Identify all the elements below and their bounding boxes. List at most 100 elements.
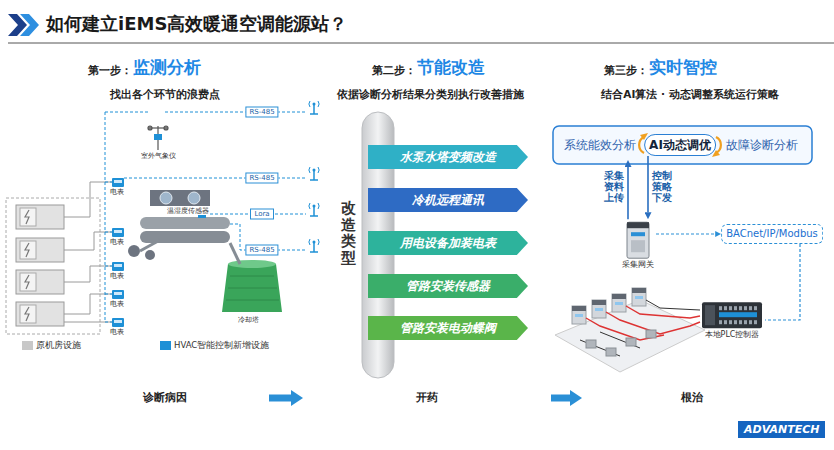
node-text: 根治 — [681, 391, 703, 404]
control-drawing — [626, 338, 636, 346]
brand-logo: ADVANTECH — [738, 421, 825, 438]
cooling-tower — [226, 276, 279, 300]
step-subtitle: 结合AI算法 · 动态调整系统运行策略 — [565, 88, 815, 101]
chiller — [160, 192, 172, 204]
control-drawing — [632, 288, 646, 306]
node-text: 用电设备加装电表 — [400, 236, 496, 250]
plc-icon — [734, 306, 737, 310]
monitoring-drawing — [309, 239, 319, 252]
step-label: 第二步： — [372, 64, 416, 77]
connector — [269, 395, 291, 402]
device-label: 室外气象仪 — [141, 152, 176, 160]
step-title: 监测分析 — [133, 57, 201, 77]
control-drawing — [572, 306, 586, 324]
plc-icon — [734, 320, 737, 324]
step-label: 第一步： — [88, 64, 132, 77]
node-text: 故障诊断分析 — [726, 138, 798, 152]
monitoring-drawing — [210, 214, 250, 215]
monitoring-drawing — [112, 178, 124, 187]
meter-label: 电表 — [110, 272, 124, 280]
retrofit-band: 水泵水塔变频改造 — [368, 145, 528, 169]
monitoring-drawing — [309, 203, 319, 216]
gateway-icon — [631, 232, 645, 236]
ai-pill: AI动态调优 — [644, 134, 716, 156]
control-drawing — [580, 300, 700, 356]
plc-icon — [702, 302, 762, 328]
retrofit-band: 用电设备加装电表 — [368, 231, 528, 255]
cooling-tower — [222, 243, 282, 312]
cooling-tower — [222, 264, 282, 312]
weather-station — [148, 126, 152, 130]
control-drawing — [586, 340, 596, 348]
monitoring-drawing — [277, 178, 306, 179]
chiller — [140, 231, 230, 243]
chiller — [140, 217, 230, 229]
edge-label: 采集资料上传 — [604, 170, 624, 203]
plc-icon — [744, 306, 747, 310]
monitoring-drawing — [105, 182, 112, 183]
gateway-icon — [623, 220, 653, 260]
analysis-box: 故障诊断分析 — [724, 130, 800, 160]
control-drawing — [555, 300, 705, 372]
control-drawing — [580, 340, 620, 356]
node-text: 管路安装电动蝶阀 — [400, 321, 496, 335]
device-label: 温湿度传感器 — [167, 207, 209, 215]
monitoring-drawing — [105, 322, 112, 323]
connector — [551, 395, 570, 402]
protocol-box: BACnet/IP/Modbus — [721, 224, 823, 244]
chiller — [128, 245, 140, 257]
stage-caption: 诊断病因 — [61, 389, 269, 407]
band-shape — [368, 316, 528, 340]
meter-label: 电表 — [110, 238, 124, 246]
cooling-tower — [230, 243, 240, 264]
meter-label: 电表 — [110, 188, 124, 196]
node-text: 开药 — [416, 391, 438, 404]
node-text: AI动态调优 — [649, 138, 711, 152]
node-text: Lora — [254, 210, 269, 218]
chiller — [150, 190, 210, 206]
monitoring-drawing — [275, 214, 306, 215]
legend-item: HVAC智能控制新增设施 — [160, 340, 269, 350]
node-text: RS-485 — [249, 108, 274, 116]
gateway-device: 采集网关 — [620, 219, 656, 271]
bus-module: RS-485 — [245, 173, 278, 184]
monitoring-drawing — [16, 205, 64, 229]
weather-station — [164, 126, 168, 130]
plc-icon — [729, 306, 732, 310]
chiller — [140, 240, 160, 251]
gateway-icon — [627, 222, 649, 228]
node-text: RS-485 — [249, 174, 274, 182]
plc-icon — [754, 306, 757, 310]
control-drawing — [612, 294, 626, 312]
node-text: 管路安装传感器 — [406, 279, 490, 293]
node-text: 系统能效分析 — [564, 138, 636, 152]
control-drawing — [716, 137, 721, 153]
monitoring-drawing — [105, 266, 112, 267]
legend-item: 原机房设施 — [22, 340, 81, 350]
weather-station — [148, 126, 168, 150]
chiller — [128, 190, 230, 260]
meter-label: 电表 — [110, 328, 124, 336]
node-text: BACnet/IP/Modbus — [726, 228, 818, 240]
node-text: 水泵水塔变频改造 — [400, 150, 496, 164]
weather-station — [154, 134, 162, 140]
stage-caption: 根治 — [582, 389, 802, 407]
title-text: 如何建立iEMS高效暖通空调能源站？ — [46, 13, 347, 35]
vertical-heading: 改造类型 — [341, 200, 356, 266]
connector — [647, 156, 649, 212]
retrofit-band: 管路安装传感器 — [368, 274, 528, 298]
monitoring-drawing — [16, 302, 64, 326]
bus-module: Lora — [250, 209, 274, 220]
device-label: 冷却塔 — [238, 316, 259, 324]
gateway-icon — [631, 240, 645, 252]
plc-icon — [719, 306, 722, 310]
monitoring-drawing — [105, 112, 150, 113]
monitoring-drawing — [277, 250, 306, 251]
plc-icon — [749, 306, 752, 310]
node-text: 冷机远程通讯 — [412, 193, 484, 207]
bus-module: RS-485 — [245, 107, 278, 118]
control-drawing — [646, 330, 656, 338]
legend-swatch — [160, 341, 171, 350]
retrofit-band: 管路安装电动蝶阀 — [368, 316, 528, 340]
